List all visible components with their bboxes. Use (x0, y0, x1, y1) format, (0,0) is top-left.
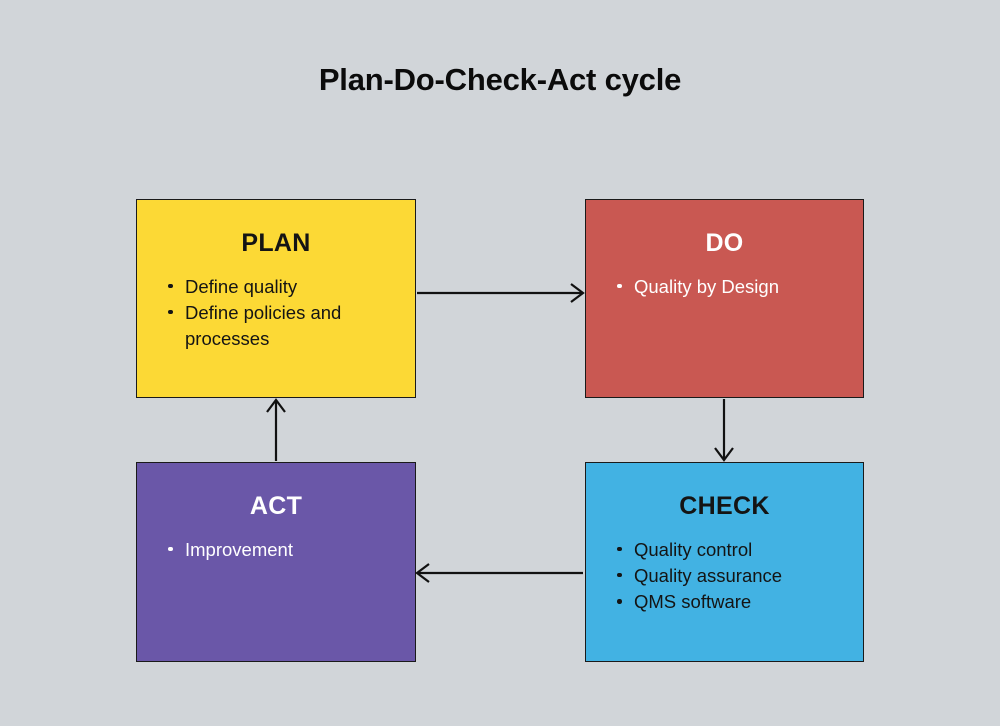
box-title-plan: PLAN (241, 229, 311, 257)
box-title-act: ACT (249, 492, 303, 520)
box-list-act: Improvement (137, 537, 415, 563)
arrow-plan-to-do-icon (417, 283, 585, 303)
pdca-box-check[interactable]: CHECK Quality control Quality assurance … (585, 462, 864, 662)
arrow-act-to-plan-icon (266, 398, 286, 461)
box-list-plan: Define quality Define policies and proce… (137, 274, 415, 353)
list-item: Quality assurance (617, 563, 849, 589)
pdca-box-act[interactable]: ACT Improvement (136, 462, 416, 662)
box-title-do: DO (705, 229, 744, 257)
pdca-box-do[interactable]: DO Quality by Design (585, 199, 864, 398)
list-item: Quality by Design (617, 274, 849, 300)
pdca-box-plan[interactable]: PLAN Define quality Define policies and … (136, 199, 416, 398)
list-item: QMS software (617, 589, 849, 615)
list-item: Define quality (168, 274, 401, 300)
box-list-check: Quality control Quality assurance QMS so… (586, 537, 863, 616)
list-item: Quality control (617, 537, 849, 563)
list-item: Improvement (168, 537, 401, 563)
arrow-do-to-check-icon (714, 399, 734, 462)
arrow-check-to-act-icon (415, 563, 583, 583)
page-title: Plan-Do-Check-Act cycle (318, 62, 682, 97)
box-list-do: Quality by Design (586, 274, 863, 300)
list-item: Define policies and processes (168, 300, 401, 353)
box-title-check: CHECK (679, 492, 770, 520)
